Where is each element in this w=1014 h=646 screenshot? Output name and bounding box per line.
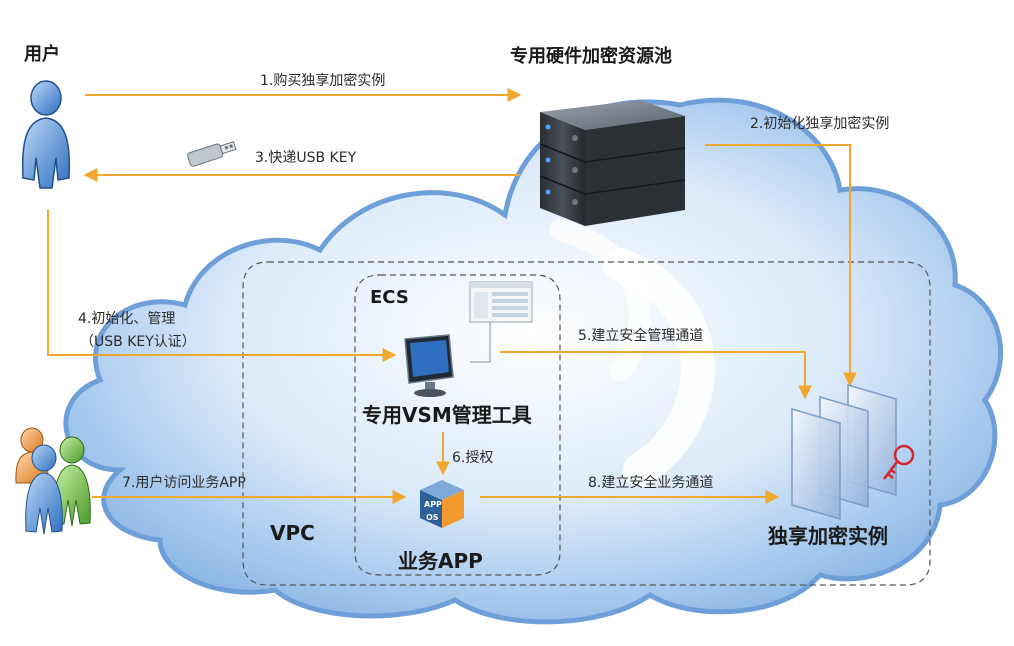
arrow-step4 bbox=[47, 210, 397, 362]
vsm-tool-label: 专用VSM管理工具 bbox=[362, 403, 532, 427]
business-app-label: 业务APP bbox=[398, 549, 483, 573]
arrow-step5 bbox=[500, 351, 812, 400]
connector-line bbox=[470, 322, 491, 363]
users-group-icon bbox=[15, 427, 91, 535]
step2-label: 2.初始化独享加密实例 bbox=[750, 115, 889, 132]
step3-label: 3.快递USB KEY bbox=[255, 150, 357, 166]
step1-label: 1.购买独享加密实例 bbox=[260, 72, 385, 89]
pool-label: 专用硬件加密资源池 bbox=[510, 45, 672, 67]
encryption-instances-icon bbox=[791, 384, 897, 520]
step7-label: 7.用户访问业务APP bbox=[122, 474, 246, 491]
instance-label: 独享加密实例 bbox=[768, 524, 888, 548]
flow-arrows bbox=[47, 88, 857, 504]
app-cube-icon: APP OS bbox=[420, 480, 464, 528]
ecs-boundary bbox=[354, 274, 561, 576]
console-window-icon bbox=[469, 281, 533, 323]
vpc-boundary bbox=[242, 261, 931, 586]
key-icon bbox=[883, 444, 915, 480]
server-rack-icon bbox=[539, 100, 686, 226]
arrow-step2 bbox=[705, 144, 857, 387]
step8-label: 8.建立安全业务通道 bbox=[588, 474, 713, 491]
os-badge-text: OS bbox=[426, 513, 439, 522]
monitor-icon bbox=[404, 334, 454, 397]
vpc-label: VPC bbox=[270, 521, 315, 545]
usb-key-icon bbox=[187, 141, 237, 167]
user-label: 用户 bbox=[24, 43, 60, 65]
step4-label-line1: 4.初始化、管理 bbox=[78, 310, 175, 327]
step4-label-line2: （USB KEY认证） bbox=[80, 334, 196, 350]
step6-label: 6.授权 bbox=[452, 450, 493, 466]
step5-label: 5.建立安全管理通道 bbox=[578, 327, 703, 344]
app-badge-text: APP bbox=[424, 500, 442, 509]
ecs-label: ECS bbox=[370, 287, 409, 308]
user-icon bbox=[21, 80, 71, 189]
